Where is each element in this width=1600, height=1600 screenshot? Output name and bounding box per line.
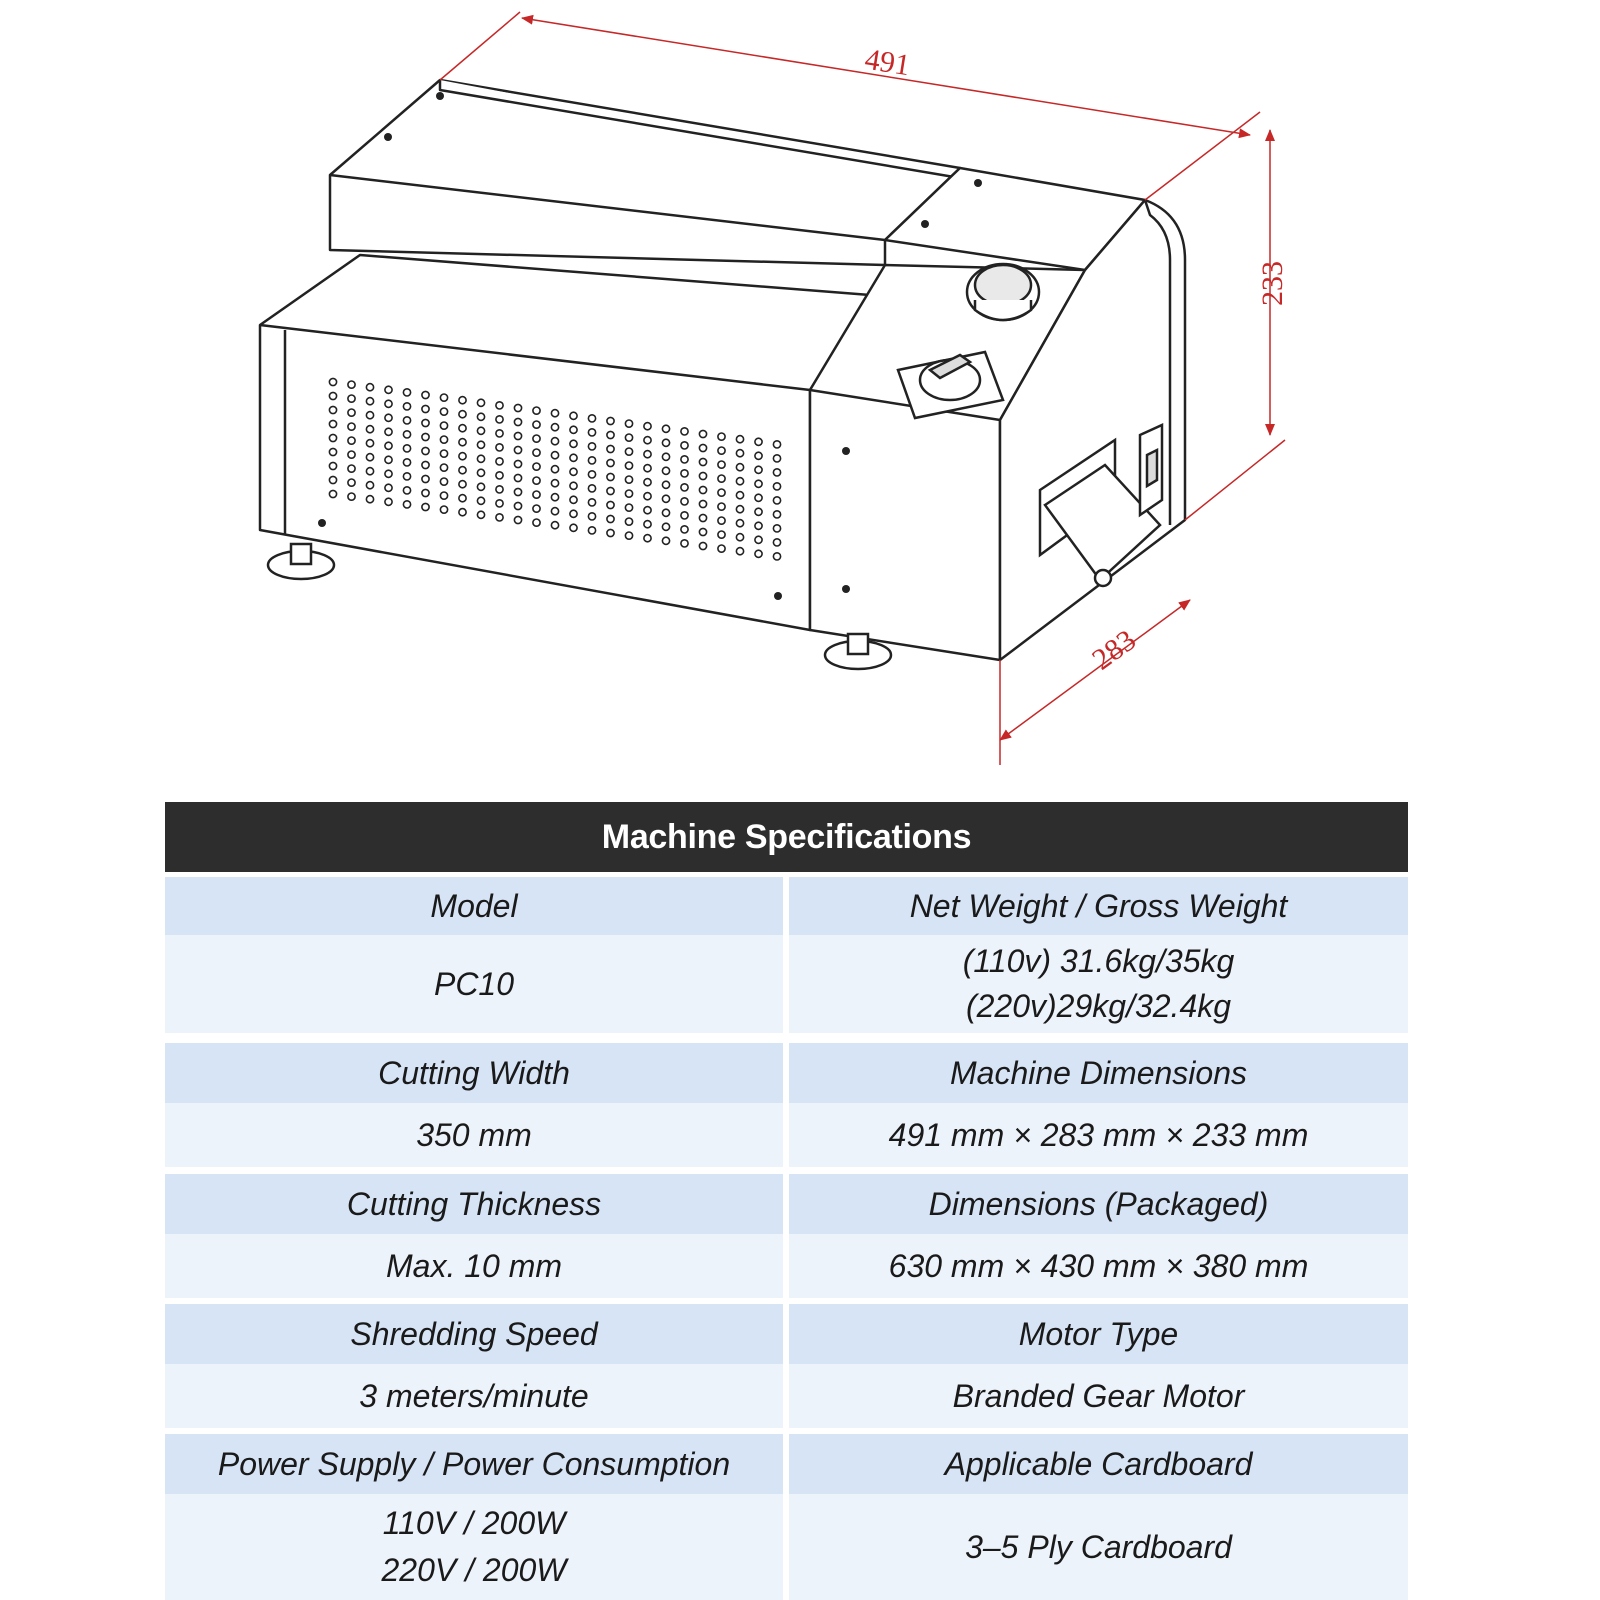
spec-table: Machine Specifications Model Net Weight … <box>165 802 1408 1600</box>
spec-value-cutting-thickness: Max. 10 mm <box>165 1234 783 1298</box>
spec-value-motor-type: Branded Gear Motor <box>789 1364 1408 1428</box>
spec-label-power: Power Supply / Power Consumption <box>165 1434 783 1494</box>
spec-value-weight-110v: (110v) 31.6kg/35kg <box>962 943 1235 979</box>
machine-line-drawing: 491 233 283 <box>258 11 1289 765</box>
spec-value-packaged-dimensions: 630 mm × 430 mm × 380 mm <box>789 1234 1408 1298</box>
spec-label-packaged-dimensions: Dimensions (Packaged) <box>789 1174 1408 1234</box>
spec-value-power-110v: 110V / 200W <box>382 1504 566 1541</box>
spec-label-applicable-cardboard: Applicable Cardboard <box>789 1434 1408 1494</box>
spec-label-shredding-speed: Shredding Speed <box>165 1304 783 1364</box>
spec-label-weight: Net Weight / Gross Weight <box>789 877 1408 935</box>
spec-label-model: Model <box>165 877 783 935</box>
ventilation-holes <box>328 377 782 561</box>
spec-table-title: Machine Specifications <box>165 802 1408 872</box>
spec-value-model: PC10 <box>165 935 783 1033</box>
side-handle-icon <box>1038 423 1164 588</box>
machine-body <box>258 78 1187 662</box>
dimension-lines <box>439 11 1286 765</box>
feet-icon <box>266 542 893 671</box>
screws <box>318 92 982 600</box>
emergency-stop-button-icon <box>965 262 1041 322</box>
spec-value-power: 110V / 200W 220V / 200W <box>165 1494 783 1600</box>
spec-value-weight: (110v) 31.6kg/35kg (220v)29kg/32.4kg <box>789 935 1408 1033</box>
spec-value-weight-220v: (220v)29kg/32.4kg <box>965 988 1232 1024</box>
spec-value-cutting-width: 350 mm <box>165 1103 783 1167</box>
spec-value-power-220v: 220V / 200W <box>381 1552 567 1589</box>
dimension-depth-label: 283 <box>1086 623 1142 676</box>
spec-label-cutting-thickness: Cutting Thickness <box>165 1174 783 1234</box>
spec-label-motor-type: Motor Type <box>789 1304 1408 1364</box>
spec-value-applicable-cardboard: 3–5 Ply Cardboard <box>789 1494 1408 1600</box>
dimension-height-label: 233 <box>1256 261 1289 306</box>
rotary-switch-icon <box>896 350 1005 420</box>
spec-value-shredding-speed: 3 meters/minute <box>165 1364 783 1428</box>
spec-label-cutting-width: Cutting Width <box>165 1043 783 1103</box>
spec-label-machine-dimensions: Machine Dimensions <box>789 1043 1408 1103</box>
dimension-width-label: 491 <box>863 43 913 83</box>
spec-value-machine-dimensions: 491 mm × 283 mm × 233 mm <box>789 1103 1408 1167</box>
